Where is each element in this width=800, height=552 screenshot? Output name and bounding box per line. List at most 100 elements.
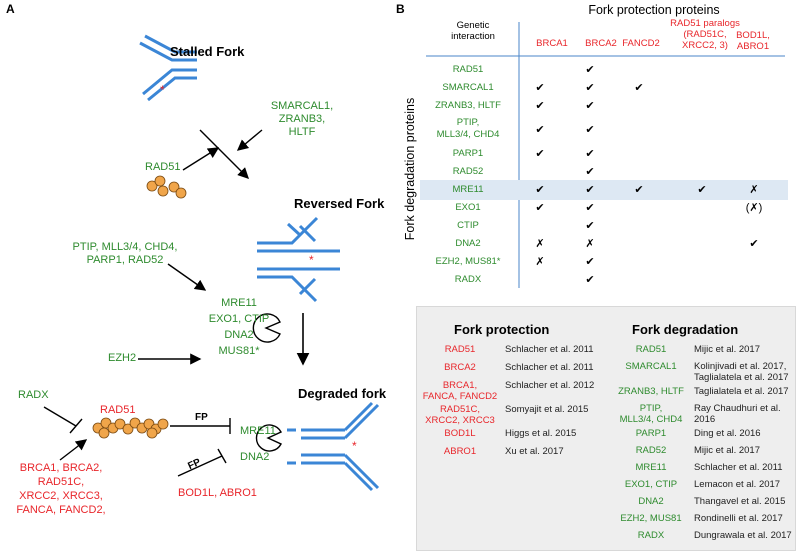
degradation-ref-cite: Ray Chaudhuri et al. 2016 bbox=[694, 403, 800, 425]
row-label-line: ZRANB3, HLTF bbox=[435, 100, 501, 111]
table-column-header: FANCD2 bbox=[616, 38, 666, 49]
references-box bbox=[416, 306, 796, 551]
ref-cite-line: Ding et al. 2016 bbox=[694, 428, 761, 439]
table-row-label: ZRANB3, HLTF bbox=[422, 100, 514, 112]
ref-name-line: ZRANB3, HLTF bbox=[618, 386, 684, 397]
degradation-ref-cite: Mijic et al. 2017 bbox=[694, 344, 760, 355]
row-label-line: SMARCAL1 bbox=[442, 82, 494, 93]
panel-letter-b: B bbox=[396, 2, 405, 16]
row-label-line: PARP1 bbox=[452, 148, 484, 159]
table-cell-mark: ✗ bbox=[585, 238, 595, 250]
ezh2-label: EZH2 bbox=[108, 352, 137, 364]
row-label-line: PTIP, bbox=[456, 117, 480, 128]
table-row-label: PARP1 bbox=[422, 148, 514, 160]
table-row-label: CTIP bbox=[422, 220, 514, 232]
stalled-fork-dna bbox=[139, 34, 197, 102]
ref-name-line: RAD51C, bbox=[439, 404, 481, 415]
protection-ref-cite: Higgs et al. 2015 bbox=[505, 428, 577, 439]
ref-name-line: MLL3/4, CHD4 bbox=[619, 414, 683, 425]
row-label-line: DNA2 bbox=[455, 238, 481, 249]
ref-cite-line: Taglialatela et al. 2017 bbox=[694, 386, 789, 397]
ref-name-line: EZH2, MUS81 bbox=[620, 513, 682, 524]
nuclease-pacman-2 bbox=[255, 424, 282, 452]
degradation-ref-cite: Lemacon et al. 2017 bbox=[694, 479, 780, 490]
column-header-line: (RAD51C, bbox=[683, 29, 727, 40]
table-column-header: RAD51 paralogs(RAD51C,XRCC2, 3) bbox=[666, 18, 744, 51]
table-cell-mark: ✔ bbox=[535, 100, 545, 112]
table-cell-mark: ✔ bbox=[585, 184, 595, 196]
ref-name-line: PTIP, bbox=[639, 403, 663, 414]
table-row-label: EXO1 bbox=[422, 202, 514, 214]
column-header-line: BOD1L, bbox=[736, 30, 770, 41]
column-header-line: RAD51 paralogs bbox=[670, 18, 740, 29]
protection-ref-name: RAD51C,XRCC2, XRCC3 bbox=[420, 404, 500, 426]
ref-name-line: ABRO1 bbox=[443, 446, 477, 457]
row-label-line: EXO1 bbox=[455, 202, 481, 213]
table-row-label: EZH2, MUS81* bbox=[422, 256, 514, 268]
ref-name-line: XRCC2, XRCC3 bbox=[425, 415, 495, 426]
lesion-star-3: * bbox=[352, 439, 357, 453]
reversed-fork-title: Reversed Fork bbox=[294, 196, 385, 211]
ref-cite-line: Mijic et al. 2017 bbox=[694, 445, 761, 456]
ref-cite-line: Taglialatela et al. 2017 bbox=[694, 372, 789, 383]
radx-label: RADX bbox=[18, 389, 49, 401]
ref-name-line: BRCA1, bbox=[442, 380, 478, 391]
row-label-line: EZH2, MUS81* bbox=[435, 256, 501, 267]
ref-name-line: MRE11 bbox=[635, 462, 667, 473]
table-cell-mark: ✔ bbox=[535, 82, 545, 94]
protection-ref-cite: Schlacher et al. 2011 bbox=[505, 362, 594, 373]
rad51-bottom-label: RAD51 bbox=[100, 404, 136, 416]
rad51-arrow bbox=[182, 147, 220, 171]
protection-refs-title: Fork protection bbox=[454, 322, 550, 337]
degradation-ref-cite: Taglialatela et al. 2017 bbox=[694, 386, 789, 397]
rad51-filament bbox=[92, 417, 169, 439]
protector-arrow bbox=[59, 439, 88, 461]
stalled-fork-title: Stalled Fork bbox=[170, 44, 245, 59]
table-cell-mark: ✔ bbox=[585, 202, 595, 214]
table-cell-mark: ✔ bbox=[585, 148, 595, 160]
protection-ref-name: BRCA2 bbox=[420, 362, 500, 373]
table-column-header: BRCA2 bbox=[578, 38, 624, 49]
column-header-line: BRCA2 bbox=[585, 38, 617, 49]
degraded-fork-dna bbox=[287, 401, 380, 492]
table-row-label: RAD52 bbox=[422, 166, 514, 178]
protectors-label: BRCA1, BRCA2,RAD51C,XRCC2, XRCC3,FANCA, … bbox=[16, 462, 106, 516]
table-column-header: BRCA1 bbox=[526, 38, 578, 49]
table-cell-mark: ✔ bbox=[634, 184, 644, 196]
table-cell-mark: ✔ bbox=[697, 184, 707, 196]
smarcal-arrow bbox=[236, 129, 263, 151]
protection-ref-name: BOD1L bbox=[420, 428, 500, 439]
column-header-line: FANCD2 bbox=[622, 38, 660, 49]
table-cell-mark: ✔ bbox=[585, 82, 595, 94]
row-label-line: RAD52 bbox=[452, 166, 484, 177]
table-cell-mark: ✗ bbox=[535, 238, 545, 250]
highlight-row-bg bbox=[420, 180, 788, 200]
reversed-fork-dna bbox=[257, 216, 340, 303]
lesion-star-1: * bbox=[160, 83, 165, 97]
regulators-label: PTIP, MLL3/4, CHD4,PARP1, RAD52 bbox=[72, 241, 178, 266]
ref-cite-line: Dungrawala et al. 2017 bbox=[694, 530, 792, 541]
ref-cite-line: Ray Chaudhuri et al. 2016 bbox=[694, 403, 781, 425]
ref-name-line: BRCA2 bbox=[444, 362, 476, 373]
degradation-ref-name: PTIP,MLL3/4, CHD4 bbox=[610, 403, 692, 425]
protection-ref-name: BRCA1,FANCA, FANCD2 bbox=[420, 380, 500, 402]
fp-inhibit-bottom bbox=[177, 455, 223, 477]
remodelers-label: SMARCAL1,ZRANB3,HLTF bbox=[270, 100, 334, 138]
protection-ref-cite: Xu et al. 2017 bbox=[505, 446, 564, 457]
degradation-ref-name: PARP1 bbox=[610, 428, 692, 439]
degradation-ref-name: MRE11 bbox=[610, 462, 692, 473]
y-axis-label-wrap: Fork degradation proteins bbox=[401, 72, 417, 272]
table-title: Fork protection proteins bbox=[588, 3, 720, 17]
row-label-line: MLL3/4, CHD4 bbox=[436, 129, 500, 140]
table-cell-mark: (✗) bbox=[745, 202, 763, 214]
panel-letter-a: A bbox=[6, 2, 15, 16]
ref-name-line: FANCA, FANCD2 bbox=[422, 391, 498, 402]
ref-cite-line: Mijic et al. 2017 bbox=[694, 344, 761, 355]
table-cell-mark: ✔ bbox=[535, 202, 545, 214]
row-label-line: RAD51 bbox=[452, 64, 484, 75]
row-label-line: CTIP bbox=[457, 220, 479, 231]
table-cell-mark: ✔ bbox=[634, 82, 644, 94]
table-cell-mark: ✔ bbox=[585, 220, 595, 232]
lesion-star-2: * bbox=[309, 253, 314, 267]
